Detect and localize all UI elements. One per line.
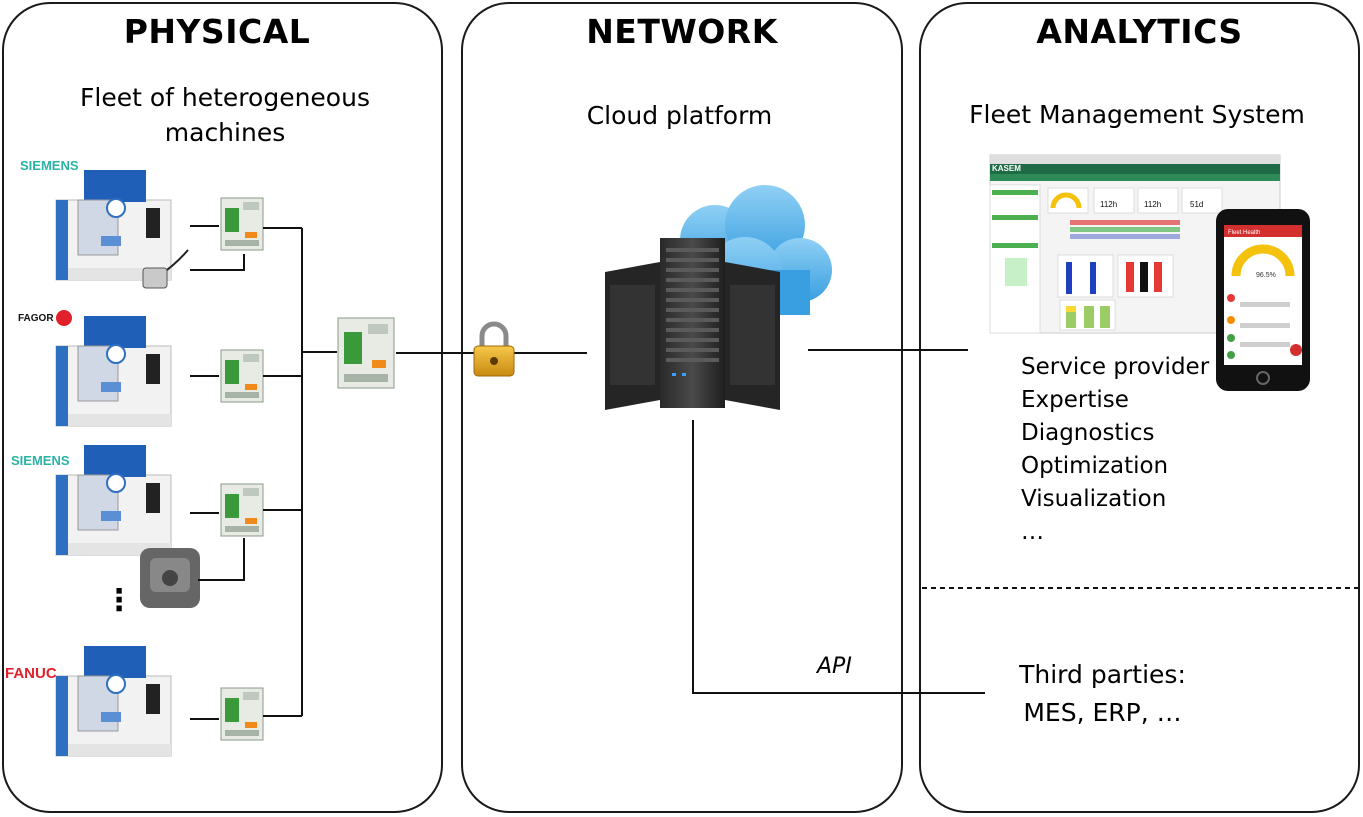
network-panel (461, 2, 903, 813)
service-item: Service provider (1021, 354, 1210, 380)
physical-subtitle-line2: machines (164, 118, 286, 147)
third-parties-line2: MES, ERP, … (1023, 698, 1182, 727)
physical-title: PHYSICAL (123, 12, 311, 51)
service-item: Optimization (1021, 453, 1169, 479)
brand-label-siemens-1: SIEMENS (20, 158, 79, 173)
dashboard-logo: KASEM (992, 164, 1021, 173)
physical-subtitle: Fleet of heterogeneous machines (2, 80, 448, 150)
machine-siemens-2 (55, 444, 172, 556)
service-item: Visualization (1021, 486, 1167, 512)
service-item: Diagnostics (1021, 420, 1155, 446)
server-rack-icon (605, 238, 780, 410)
network-title: NETWORK (586, 12, 778, 51)
service-item: … (1021, 519, 1044, 545)
brand-label-siemens-2: SIEMENS (11, 453, 70, 468)
sensor-icon (142, 249, 189, 289)
physical-subtitle-line1: Fleet of heterogeneous (80, 83, 370, 112)
machine-fanuc (55, 645, 172, 757)
brand-label-fanuc: FANUC (5, 665, 57, 682)
main-gateway (337, 317, 395, 389)
dashboard-kpi-1: 112h (1100, 200, 1117, 209)
brand-label-fagor: FAGOR (18, 313, 54, 324)
edge-gateway-4 (220, 687, 264, 741)
machine-siemens-1 (55, 169, 172, 281)
lock-icon (473, 321, 515, 377)
api-label: API (817, 654, 852, 679)
more-machines-ellipsis: ⋮ (104, 583, 134, 618)
analytics-subtitle: Fleet Management System (969, 100, 1305, 129)
smartphone-icon (1216, 209, 1310, 391)
machine-fagor (55, 315, 172, 427)
connection-lines (190, 225, 985, 720)
third-parties-line1: Third parties: (1019, 660, 1186, 689)
analytics-panel (919, 2, 1360, 813)
edge-gateway-1 (220, 197, 264, 251)
services-list: Service provider Expertise Diagnostics O… (1021, 351, 1209, 549)
phone-gauge-value: 96.5% (1256, 272, 1276, 279)
fleet-dashboard-screenshot (989, 154, 1281, 334)
vibration-sensor-icon (140, 548, 200, 608)
third-parties: Third parties: MES, ERP, … (990, 656, 1215, 732)
network-subtitle: Cloud platform (586, 101, 773, 130)
analytics-title: ANALYTICS (1036, 12, 1243, 51)
service-item: Expertise (1021, 387, 1129, 413)
edge-gateway-2 (220, 349, 264, 403)
fagor-logo-icon (56, 310, 72, 326)
phone-title: Fleet Health (1228, 230, 1260, 236)
physical-panel (2, 2, 443, 813)
edge-gateway-3 (220, 483, 264, 537)
dashboard-kpi-2: 112h (1144, 200, 1161, 209)
dashboard-kpi-3: 51d (1190, 200, 1203, 209)
